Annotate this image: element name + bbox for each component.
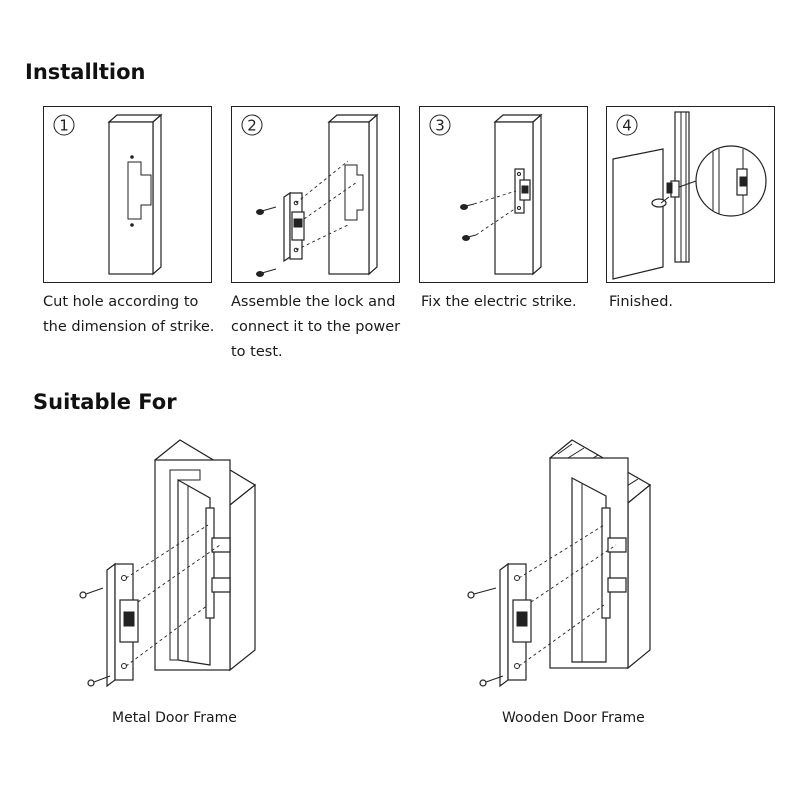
step-1-caption: Cut hole according to the dimension of s… — [43, 290, 214, 340]
step-2-caption-line-3: to test. — [231, 344, 283, 360]
step-3-caption-line-1: Fix the electric strike. — [421, 294, 577, 310]
step-2-number: 2 — [247, 117, 257, 135]
wooden-door-frame-illustration — [467, 439, 652, 688]
step-3-caption: Fix the electric strike. — [421, 290, 577, 315]
installation-heading: Installtion — [25, 60, 146, 84]
step-2-illustration: 2 — [241, 113, 379, 277]
step-3-number: 3 — [435, 117, 445, 135]
step-1-number: 1 — [59, 117, 69, 135]
step-3-illustration: 3 — [429, 113, 543, 276]
step-1-illustration: 1 — [53, 113, 163, 276]
metal-door-frame-illustration — [79, 439, 257, 688]
step-2-caption: Assemble the lock and connect it to the … — [231, 290, 400, 365]
step-4-panel: 4 — [606, 106, 775, 283]
step-2-caption-line-2: connect it to the power — [231, 319, 401, 335]
step-4-illustration: 4 — [612, 111, 767, 280]
suitable-for-heading: Suitable For — [33, 390, 177, 414]
step-4-caption-line-1: Finished. — [609, 294, 674, 310]
step-1-caption-line-1: Cut hole according to — [43, 294, 199, 310]
step-4-caption: Finished. — [609, 290, 673, 315]
step-1-panel: 1 — [43, 106, 212, 283]
step-2-panel: 2 — [231, 106, 400, 283]
wooden-door-frame-caption: Wooden Door Frame — [502, 710, 645, 726]
metal-door-frame-caption: Metal Door Frame — [112, 710, 237, 726]
step-3-panel: 3 — [419, 106, 588, 283]
step-4-number: 4 — [622, 117, 632, 135]
step-1-caption-line-2: the dimension of strike. — [43, 319, 215, 335]
step-2-caption-line-1: Assemble the lock and — [231, 294, 396, 310]
